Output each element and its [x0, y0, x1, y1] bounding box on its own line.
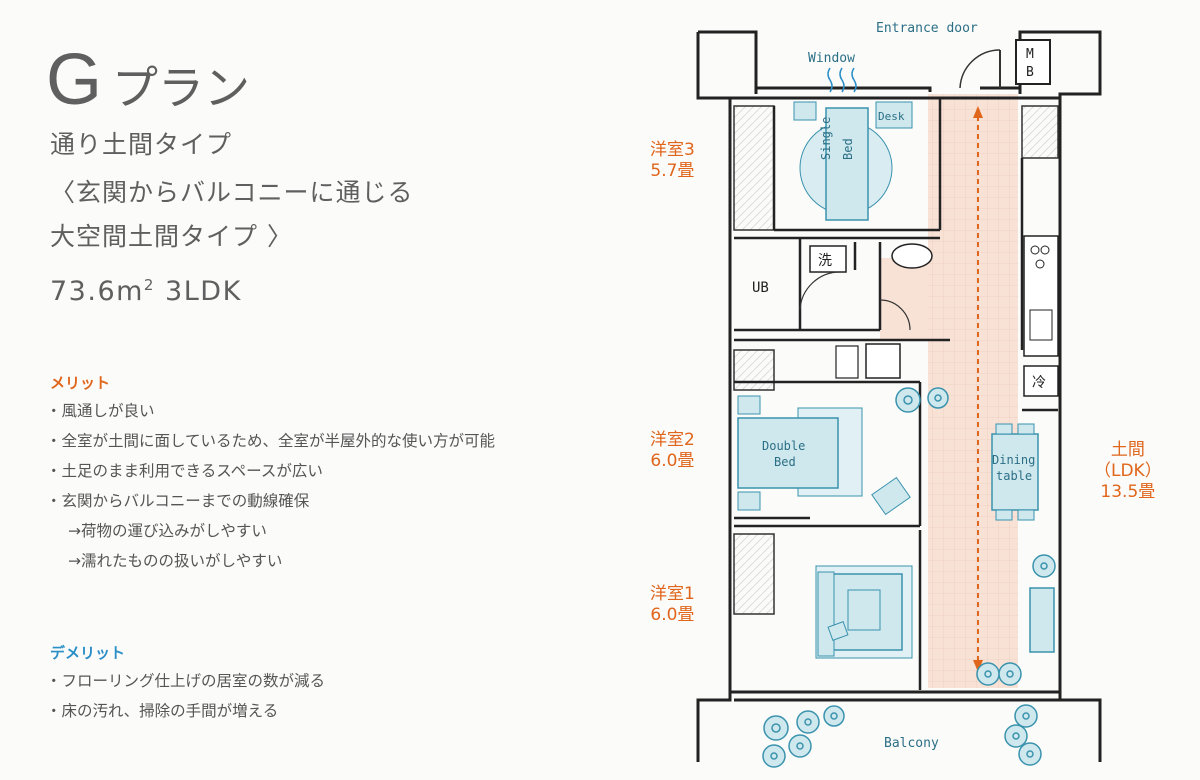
arrow-head-top: [973, 106, 983, 118]
doma-label: 土間 （LDK） 13.5畳: [1094, 440, 1162, 503]
single-bed: [825, 107, 869, 221]
armchair: [871, 476, 911, 516]
nightstand: [793, 101, 817, 121]
balcony-label: Balcony: [884, 736, 939, 751]
room1-size: 6.0畳: [650, 605, 695, 625]
floor-plan: M B Window Entrance door Single Bed: [696, 21, 1102, 768]
room3-name: 洋室3: [650, 140, 695, 160]
merit-item: ・土足のまま利用できるスペースが広い: [46, 462, 323, 480]
stove-burner: [1040, 245, 1050, 255]
toilet: [865, 343, 901, 379]
merit-item: ・全室が土間に面しているため、全室が半屋外的な使い方が可能: [46, 432, 496, 450]
dining-label-2: table: [996, 469, 1032, 483]
plan-description-line-1: 〈玄関からバルコニーに通じる: [50, 178, 414, 207]
fridge-label: 冷: [1032, 375, 1046, 391]
room2-label: 洋室2 6.0畳: [650, 430, 695, 472]
merit-subitem: →濡れたものの扱いがしやすい: [68, 552, 283, 570]
arrow-head-bottom: [973, 660, 983, 672]
nightstand-2b: [737, 491, 761, 511]
plan-word: プラン: [112, 61, 251, 115]
plants: [762, 387, 1056, 768]
nightstand-2a: [737, 395, 761, 415]
kitchen-counter: [1023, 235, 1059, 357]
wash-basin: [891, 243, 933, 269]
merit-item: ・風通しが良い: [46, 402, 155, 420]
merit-list: ・風通しが良い ・全室が土間に面しているため、全室が半屋外的な使い方が可能 ・土…: [46, 396, 495, 576]
doma-sub: （LDK）: [1094, 461, 1162, 481]
single-bed-label-2: Bed: [841, 138, 855, 160]
double-bed-label-2: Bed: [774, 455, 796, 469]
stove-burner: [1035, 259, 1045, 269]
merit-item: ・玄関からバルコニーまでの動線確保: [46, 492, 310, 510]
closets: [733, 105, 1059, 615]
demerit-list: ・フローリング仕上げの居室の数が減る ・床の汚れ、掃除の手間が増える: [46, 666, 325, 726]
plan-description-line-2: 大空間土間タイプ 〉: [50, 222, 293, 251]
area-value: 73.6m: [50, 276, 144, 307]
doma-size: 13.5畳: [1100, 482, 1156, 502]
window-label: Window: [808, 51, 855, 66]
bench: [1029, 587, 1055, 653]
merit-subitem: →荷物の運び込みがしやすい: [68, 522, 267, 540]
basin-door-swing: [879, 299, 911, 331]
coffee-table: [847, 589, 881, 631]
dining-label-1: Dining: [992, 453, 1035, 467]
room3-size: 5.7畳: [650, 161, 695, 181]
desk-label: Desk: [878, 110, 905, 123]
side-stool: [827, 621, 849, 641]
stove-burner: [1030, 245, 1040, 255]
entrance-label: Entrance door: [876, 21, 978, 36]
demerit-item: ・床の汚れ、掃除の手間が増える: [46, 702, 279, 720]
toilet-tank: [835, 345, 859, 379]
area-superscript: 2: [143, 276, 155, 294]
single-bed-label-1: Single: [819, 117, 833, 160]
doma-extension: [880, 258, 928, 340]
dining-chair: [995, 509, 1013, 521]
wash-label: 洗: [818, 253, 832, 269]
plan-subtitle: 通り土間タイプ: [50, 130, 233, 159]
mb-box: [1015, 39, 1051, 85]
layout-type: 3LDK: [154, 276, 242, 307]
merit-heading: メリット: [50, 374, 111, 392]
plan-letter: G: [46, 40, 103, 120]
doma-name: 土間: [1110, 440, 1145, 460]
mb-text-m: M: [1026, 47, 1034, 62]
interior-walls: [734, 98, 1058, 690]
plan-spec: 73.6m2 3LDK: [50, 268, 242, 309]
room2-size: 6.0畳: [650, 451, 695, 471]
double-bed-label-1: Double: [762, 439, 805, 453]
sofa: [817, 571, 835, 657]
bath-door-swing: [799, 271, 841, 311]
entrance-door-swing: [959, 49, 1001, 89]
washing-machine: [809, 245, 847, 273]
room1-name: 洋室1: [650, 584, 695, 604]
desk: [875, 101, 913, 129]
room2-name: 洋室2: [650, 430, 695, 450]
ub-label: UB: [752, 280, 769, 296]
dining-table: [991, 433, 1039, 511]
demerit-heading: デメリット: [50, 644, 126, 662]
double-bed: [737, 417, 839, 489]
dining-chair: [1017, 423, 1035, 435]
description-panel: G プラン 通り土間タイプ 〈玄関からバルコニーに通じる 大空間土間タイプ 〉 …: [46, 44, 495, 726]
room1-label: 洋室1 6.0畳: [650, 584, 695, 626]
dining-chair: [995, 423, 1013, 435]
demerit-item: ・フローリング仕上げの居室の数が減る: [46, 672, 326, 690]
window-symbol: [827, 67, 857, 93]
room3-label: 洋室3 5.7畳: [650, 140, 695, 182]
plan-title: G プラン: [46, 44, 250, 116]
dining-chair: [1017, 509, 1035, 521]
kitchen-sink: [1029, 309, 1053, 341]
mb-text-b: B: [1026, 65, 1034, 80]
fridge: [1023, 365, 1059, 397]
